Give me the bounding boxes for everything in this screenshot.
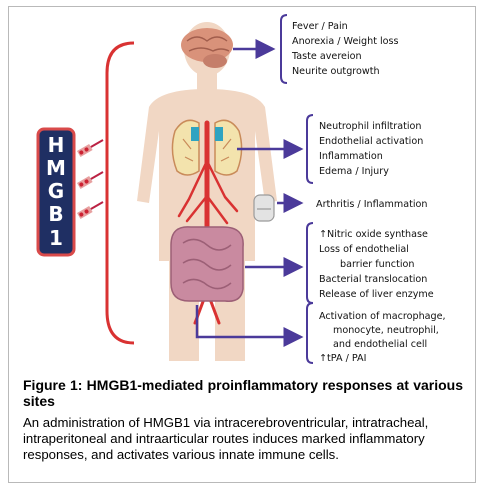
- badge-letter-h: H: [48, 133, 65, 157]
- figure-caption: Figure 1: HMGB1-mediated proinflammatory…: [23, 377, 463, 463]
- lung-outcome-1: Neutrophil infiltration: [319, 121, 422, 132]
- gut-bracket: [306, 222, 314, 304]
- gut-outcome-3: barrier function: [340, 259, 414, 270]
- immune-bracket: [306, 302, 314, 364]
- brain-outcome-1: Fever / Pain: [292, 21, 348, 32]
- gut-outcome-2: Loss of endothelial: [319, 244, 409, 255]
- brain-bracket: [280, 14, 288, 84]
- brain-outcome-2: Anorexia / Weight loss: [292, 36, 399, 47]
- brain-outcome-4: Neurite outgrowth: [292, 66, 380, 77]
- gut-outcome-4: Bacterial translocation: [319, 274, 427, 285]
- badge-letter-1: 1: [49, 226, 63, 250]
- lung-outcome-4: Edema / Injury: [319, 166, 389, 177]
- lung-icon: [171, 119, 243, 176]
- syringe-icon: [77, 139, 104, 220]
- figure-illustration: H M G B 1: [19, 11, 465, 374]
- caption-body: An administration of HMGB1 via intracere…: [23, 415, 429, 462]
- caption-title: Figure 1: HMGB1-mediated proinflammatory…: [23, 377, 463, 409]
- immune-outcome-1: Activation of macrophage,: [319, 311, 446, 322]
- brain-icon: [181, 28, 233, 68]
- joint-outcome-1: Arthritis / Inflammation: [316, 199, 428, 210]
- gut-outcome-1: ↑Nitric oxide synthase: [319, 229, 428, 240]
- knee-joint-icon: [253, 194, 275, 222]
- lung-outcome-2: Endothelial activation: [319, 136, 423, 147]
- badge-letter-b: B: [48, 202, 63, 226]
- gut-outcome-5: Release of liver enzyme: [319, 289, 434, 300]
- immune-outcome-2: monocyte, neutrophil,: [333, 325, 439, 336]
- brain-outcome-3: Taste avereion: [291, 51, 362, 62]
- hmgb1-badge: H M G B 1: [36, 127, 76, 257]
- badge-letter-g: G: [48, 179, 64, 203]
- intestine-icon: [170, 226, 244, 302]
- immune-outcome-3: and endothelial cell: [333, 339, 427, 350]
- immune-outcome-4: ↑tPA / PAI: [319, 353, 366, 364]
- red-bracket: [105, 41, 135, 345]
- lung-bracket: [306, 114, 314, 184]
- immune-arrow: [195, 305, 304, 347]
- lung-outcome-3: Inflammation: [319, 151, 383, 162]
- badge-letter-m: M: [46, 156, 66, 180]
